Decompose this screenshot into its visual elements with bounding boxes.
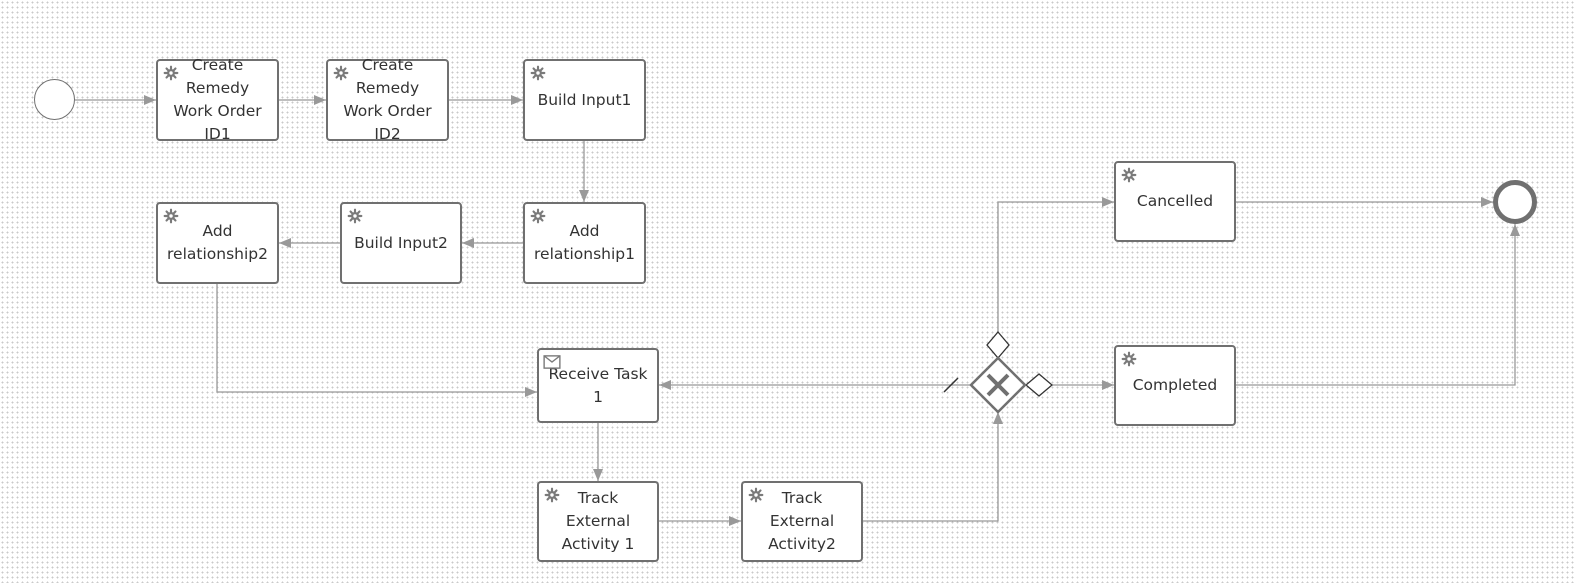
task-completed[interactable]: Completed: [1114, 345, 1236, 426]
flow-track2-to-gateway[interactable]: [863, 412, 1003, 522]
task-label: Completed: [1132, 376, 1218, 394]
task-add-relationship1[interactable]: Add relationship1: [523, 202, 646, 284]
gear-icon: [530, 208, 546, 224]
end-event[interactable]: [1493, 180, 1537, 224]
gear-icon: [163, 208, 179, 224]
task-track-external-activity-1[interactable]: Track External Activity 1: [537, 481, 659, 562]
flow-completed-to-end[interactable]: [1236, 224, 1520, 386]
task-label: Create Remedy Work Order ID2: [343, 56, 432, 143]
task-label: Track External Activity 1: [561, 489, 635, 553]
gear-icon: [347, 208, 363, 224]
task-build-input2[interactable]: Build Input2: [340, 202, 462, 284]
flow-gateway-to-cancelled[interactable]: [997, 197, 1114, 358]
task-label: Add relationship2: [167, 222, 268, 263]
conditional-flow-marker-up: [986, 330, 1010, 360]
gear-icon: [1121, 167, 1137, 183]
task-create-remedy-work-order-id1[interactable]: Create Remedy Work Order ID1: [156, 56, 279, 143]
gear-icon: [163, 65, 179, 81]
start-event[interactable]: [34, 79, 75, 120]
task-label: Build Input1: [537, 90, 632, 109]
task-label: Add relationship1: [534, 222, 635, 263]
task-label: Cancelled: [1136, 192, 1214, 210]
task-label: Build Input2: [354, 233, 448, 252]
task-build-input1[interactable]: Build Input1: [523, 59, 646, 141]
conditional-flow-marker-right: [1024, 373, 1054, 397]
gear-icon: [530, 65, 546, 81]
gear-icon: [544, 487, 560, 503]
default-flow-marker: [943, 377, 959, 393]
gear-icon: [333, 65, 349, 81]
flow-add-rel2-to-receive-task[interactable]: [216, 284, 537, 397]
task-label: Receive Task 1: [548, 364, 648, 406]
task-label: Create Remedy Work Order ID1: [173, 56, 262, 143]
task-label: Track External Activity2: [768, 489, 836, 553]
task-receive-task-1[interactable]: Receive Task 1: [537, 348, 659, 423]
gear-icon: [748, 487, 764, 503]
task-create-remedy-work-order-id2[interactable]: Create Remedy Work Order ID2: [326, 56, 449, 143]
task-add-relationship2[interactable]: Add relationship2: [156, 202, 279, 284]
task-cancelled[interactable]: Cancelled: [1114, 161, 1236, 242]
gear-icon: [1121, 351, 1137, 367]
gateway-x-icon: [986, 373, 1010, 397]
exclusive-gateway[interactable]: [969, 356, 1027, 414]
task-track-external-activity2[interactable]: Track External Activity2: [741, 481, 863, 562]
envelope-icon: [543, 355, 561, 369]
